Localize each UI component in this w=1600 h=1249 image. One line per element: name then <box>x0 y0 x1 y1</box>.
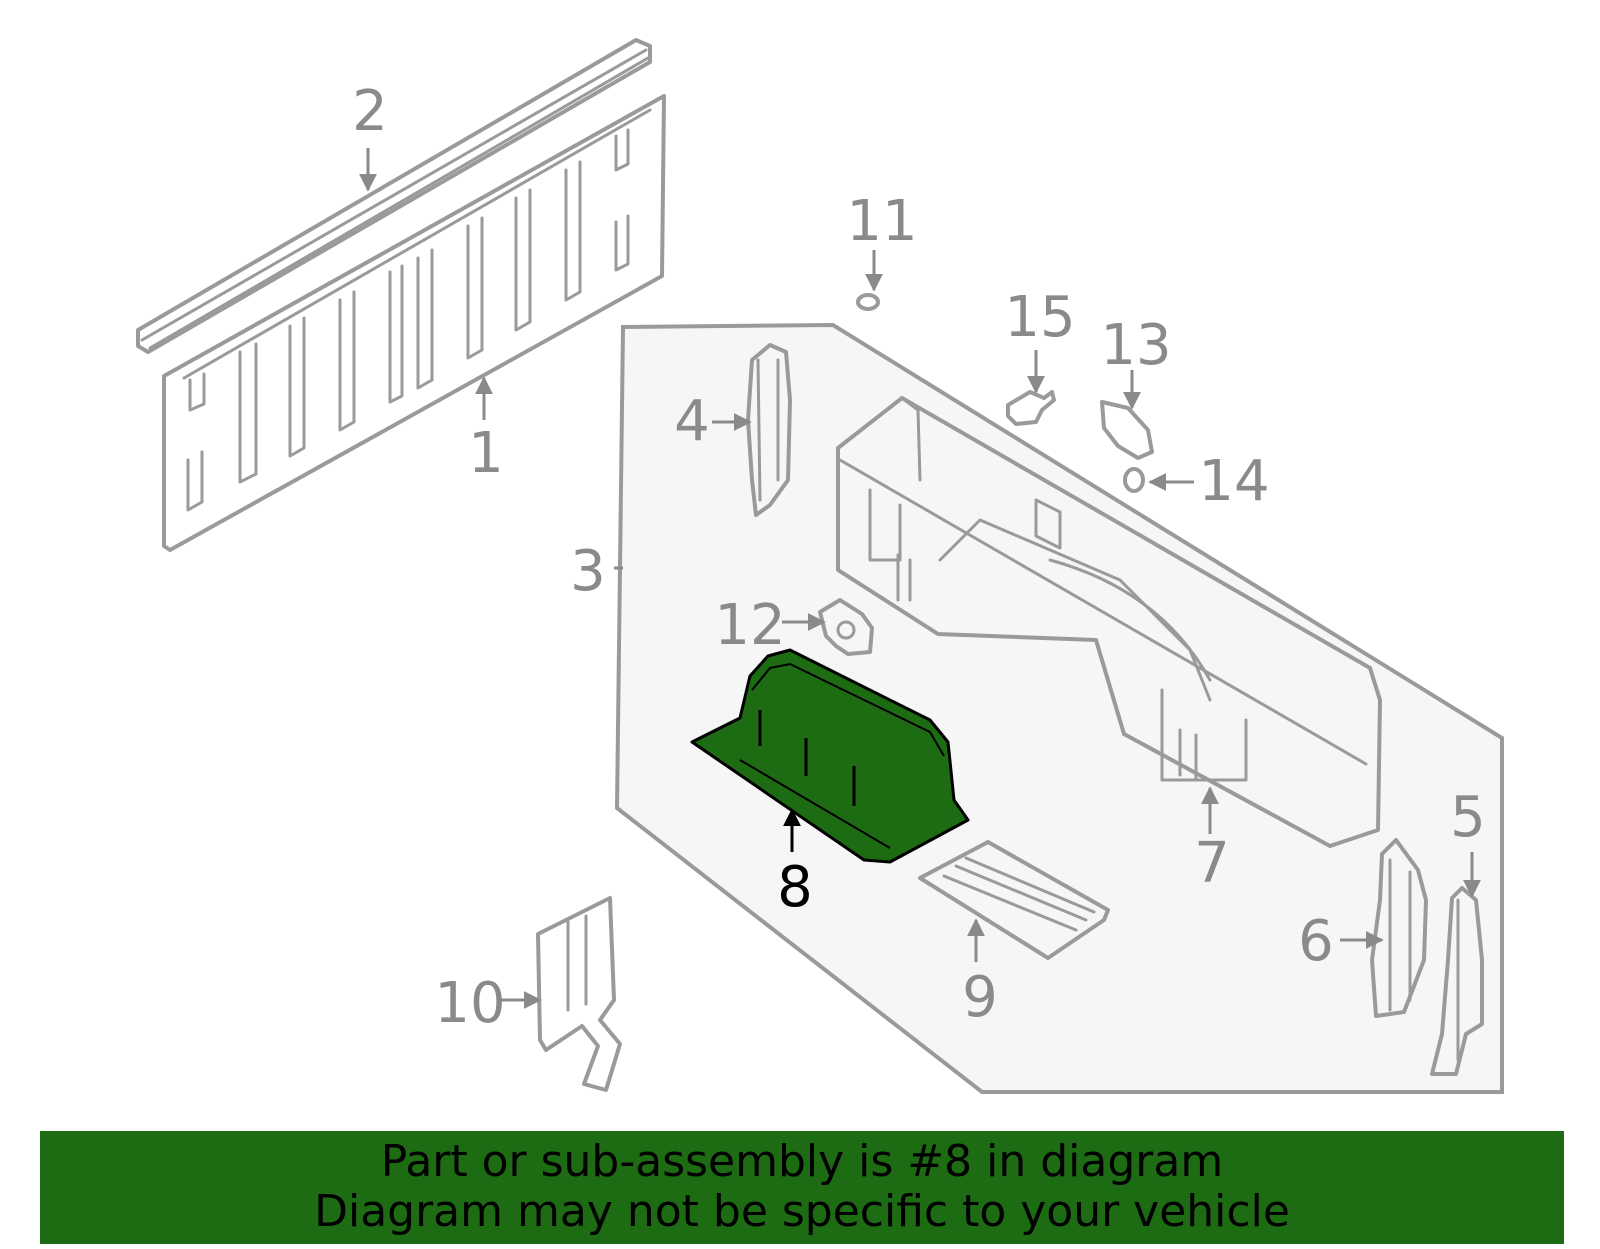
callout-8: 8 <box>777 855 813 920</box>
callout-11: 11 <box>846 189 917 254</box>
callout-12: 12 <box>714 593 785 658</box>
leader-lines <box>359 148 1481 1009</box>
info-banner: Part or sub-assembly is #8 in diagram Di… <box>40 1131 1564 1244</box>
part-1-front-panel <box>162 94 666 552</box>
part-4 <box>746 343 792 517</box>
part-8-highlighted[interactable] <box>690 648 970 864</box>
callout-labels: 2 1 11 15 13 14 4 3 12 8 7 9 5 6 10 <box>352 79 1486 1036</box>
part-14-plug <box>1123 467 1145 493</box>
banner-line-2: Diagram may not be specific to your vehi… <box>314 1186 1290 1237</box>
callout-9: 9 <box>962 965 998 1030</box>
callout-5: 5 <box>1450 785 1486 850</box>
callout-15: 15 <box>1004 285 1075 350</box>
part-10-bracket <box>536 896 622 1092</box>
part-6 <box>1370 838 1428 1018</box>
part-7-side-panel <box>836 396 1382 848</box>
part-11-clip <box>856 293 880 311</box>
callout-1: 1 <box>468 421 504 486</box>
callout-6: 6 <box>1298 909 1334 974</box>
callout-4: 4 <box>674 389 710 454</box>
callout-13: 13 <box>1100 313 1171 378</box>
callout-2: 2 <box>352 79 388 144</box>
callout-7: 7 <box>1194 831 1230 896</box>
part-13-cap <box>1100 400 1154 460</box>
callout-10: 10 <box>434 971 505 1036</box>
part-9-floor-strip <box>918 840 1110 960</box>
callout-14: 14 <box>1198 449 1269 514</box>
part-15-bumper <box>1006 390 1056 426</box>
banner-line-1: Part or sub-assembly is #8 in diagram <box>380 1136 1224 1187</box>
part-2-rail <box>136 38 652 354</box>
part-12-bracket <box>818 598 874 656</box>
callout-3: 3 <box>570 539 606 604</box>
